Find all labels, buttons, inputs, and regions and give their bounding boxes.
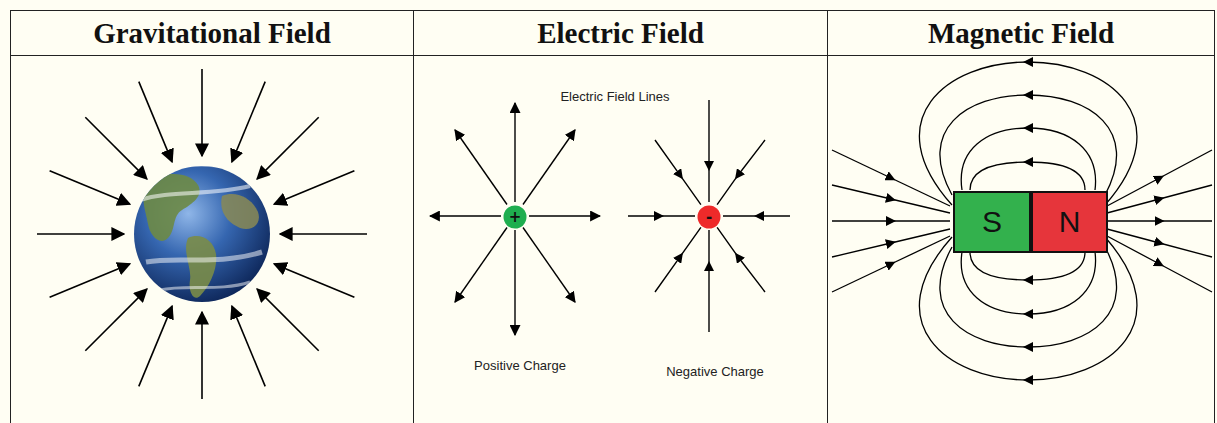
annotation-label: Positive Charge	[474, 358, 566, 373]
magnetic-field-lines	[970, 252, 1085, 280]
magnetic-field-lines	[970, 162, 1085, 190]
gravity-field-arrows	[280, 233, 367, 235]
earth-globe	[221, 194, 259, 229]
positive-field-lines	[523, 130, 575, 205]
gravity-field-arrows	[50, 264, 130, 297]
positive-field-lines	[430, 103, 600, 335]
annotation-label: Electric Field Lines	[560, 89, 669, 104]
charge-sign: -	[706, 210, 712, 225]
positive-field-lines	[529, 215, 600, 216]
annotation-label: Negative Charge	[666, 364, 764, 379]
magnetic-field-lines	[1107, 229, 1212, 257]
negative-field-lines	[655, 140, 701, 205]
earth-globe	[140, 165, 262, 298]
magnetic-field-lines	[832, 62, 1212, 380]
gravity-field-arrows	[257, 117, 319, 179]
point-charge: +	[503, 205, 527, 229]
earth-globe	[134, 166, 270, 302]
magnetic-field-lines	[940, 247, 1117, 347]
negative-field-lines	[717, 227, 765, 292]
pole-letter: S	[982, 207, 1002, 237]
earth-globe	[175, 165, 250, 174]
negative-field-lines	[628, 215, 695, 216]
positive-field-lines	[514, 230, 515, 335]
positive-field-lines	[455, 130, 507, 205]
negative-field-lines	[723, 215, 790, 216]
magnetic-field-lines	[1107, 185, 1212, 213]
negative-field-lines	[708, 230, 709, 332]
earth-globe	[134, 165, 270, 302]
magnetic-field-lines	[1107, 150, 1212, 206]
magnetic-field-lines	[832, 185, 950, 213]
negative-field-lines	[655, 227, 701, 292]
magnetic-field-lines	[832, 229, 950, 257]
magnetic-field-lines	[832, 150, 950, 206]
charge-sign: +	[509, 210, 522, 225]
magnet-pole: N	[1031, 191, 1108, 253]
field-panel: Gravitational Field	[10, 10, 414, 423]
gravity-field-arrows	[37, 233, 124, 235]
pole-letter: N	[1059, 207, 1081, 237]
gravity-field-arrows	[85, 117, 147, 179]
gravity-field-arrows	[274, 171, 354, 204]
charge-circle	[698, 206, 721, 229]
gravity-field-arrows	[232, 82, 265, 162]
panel-header: Electric Field	[414, 11, 827, 56]
earth-globe	[146, 252, 262, 262]
gravity-field-arrows	[139, 82, 172, 162]
negative-field-lines	[717, 140, 765, 205]
charge-circle	[504, 206, 527, 229]
magnetic-field-lines	[961, 252, 1095, 314]
gravity-field-arrows	[232, 306, 265, 386]
negative-field-lines	[708, 100, 709, 202]
panel-header: Magnetic Field	[828, 11, 1214, 56]
gravity-field-arrows	[139, 306, 172, 386]
magnetic-field-lines	[919, 62, 1137, 205]
panel-title: Electric Field	[537, 17, 704, 50]
gravity-field-arrows	[201, 69, 203, 156]
earth-globe	[144, 174, 200, 241]
positive-field-lines	[455, 228, 507, 303]
magnetic-field-lines	[1107, 236, 1212, 292]
field-panel: Magnetic FieldS N	[827, 10, 1215, 423]
panel-title: Gravitational Field	[93, 17, 331, 50]
magnetic-field-lines	[1107, 220, 1212, 221]
positive-field-lines	[430, 215, 501, 216]
panel-title: Magnetic Field	[928, 17, 1114, 50]
magnetic-field-lines	[940, 95, 1117, 195]
positive-field-lines	[523, 228, 575, 303]
gravity-field-arrows	[85, 289, 147, 351]
negative-field-lines	[628, 100, 790, 332]
magnetic-field-lines	[832, 236, 950, 292]
gravity-field-arrows	[257, 289, 319, 351]
gravity-field-arrows	[274, 264, 354, 297]
positive-field-lines	[514, 103, 515, 202]
gravity-field-arrows	[37, 69, 367, 399]
gravity-field-arrows	[50, 171, 130, 204]
magnet-pole: S	[953, 191, 1031, 253]
magnetic-field-lines	[919, 237, 1137, 380]
magnetic-field-lines	[832, 220, 950, 221]
magnetic-field-lines	[961, 128, 1095, 190]
earth-globe	[160, 282, 250, 290]
panel-header: Gravitational Field	[11, 11, 413, 56]
gravity-field-arrows	[201, 312, 203, 399]
point-charge: -	[697, 205, 721, 229]
earth-globe	[140, 186, 250, 200]
